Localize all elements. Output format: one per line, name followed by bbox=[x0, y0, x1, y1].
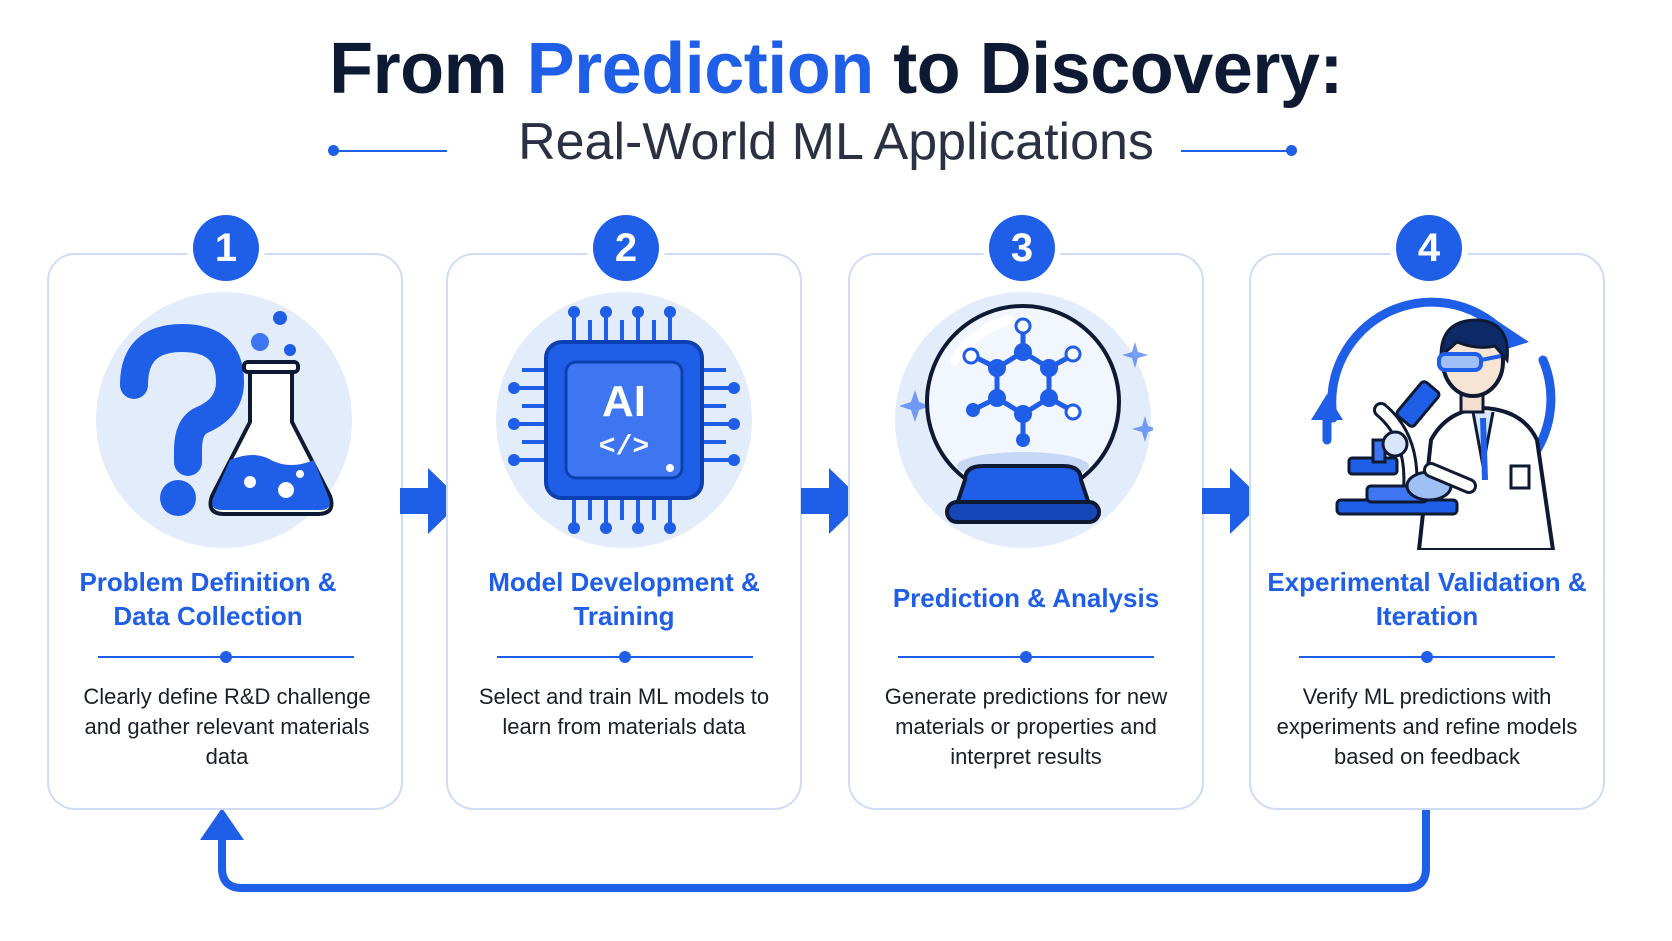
step-description-3: Generate predictions for new materials o… bbox=[884, 684, 1168, 769]
question-flask-icon bbox=[96, 292, 352, 548]
subtitle-rule-left-dot bbox=[328, 145, 339, 156]
step-badge-3: 3 bbox=[989, 215, 1055, 281]
ai-chip-code: </> bbox=[599, 432, 649, 463]
step-divider-dot-4 bbox=[1421, 651, 1433, 663]
crystal-ball-molecule-icon bbox=[895, 292, 1153, 548]
title-part1: From bbox=[329, 29, 527, 109]
arrow-right-icon-2 bbox=[801, 468, 863, 534]
step-heading-2: Model Development & Training bbox=[488, 567, 760, 631]
step-description-4: Verify ML predictions with experiments a… bbox=[1276, 684, 1578, 769]
subtitle-rule-right bbox=[1181, 150, 1291, 152]
step-divider-dot-1 bbox=[220, 651, 232, 663]
ai-chip-label: AI bbox=[602, 377, 646, 426]
arrow-right-icon-3 bbox=[1202, 468, 1264, 534]
step-heading-4: Experimental Validation & Iteration bbox=[1267, 567, 1587, 631]
subtitle-rule-left bbox=[335, 150, 447, 152]
step-badge-1: 1 bbox=[193, 215, 259, 281]
title-highlight: Prediction bbox=[526, 29, 875, 109]
step-heading-1: Problem Definition & Data Collection bbox=[79, 567, 337, 631]
step-badge-4: 4 bbox=[1396, 215, 1462, 281]
subtitle-rule-right-dot bbox=[1286, 145, 1297, 156]
page-title: From Prediction to Discovery: bbox=[0, 28, 1672, 110]
ai-chip-icon: AI </> bbox=[496, 292, 752, 548]
arrow-right-icon-1 bbox=[400, 468, 462, 534]
title-part2: to Discovery: bbox=[873, 29, 1343, 109]
step-divider-dot-2 bbox=[619, 651, 631, 663]
step-badge-2: 2 bbox=[593, 215, 659, 281]
step-divider-dot-3 bbox=[1020, 651, 1032, 663]
page-subtitle: Real-World ML Applications bbox=[518, 113, 1154, 171]
step-description-2: Select and train ML models to learn from… bbox=[478, 684, 770, 739]
step-heading-3: Prediction & Analysis bbox=[892, 583, 1160, 613]
step-description-1: Clearly define R&D challenge and gather … bbox=[83, 684, 371, 769]
scientist-microscope-icon bbox=[1311, 297, 1556, 550]
